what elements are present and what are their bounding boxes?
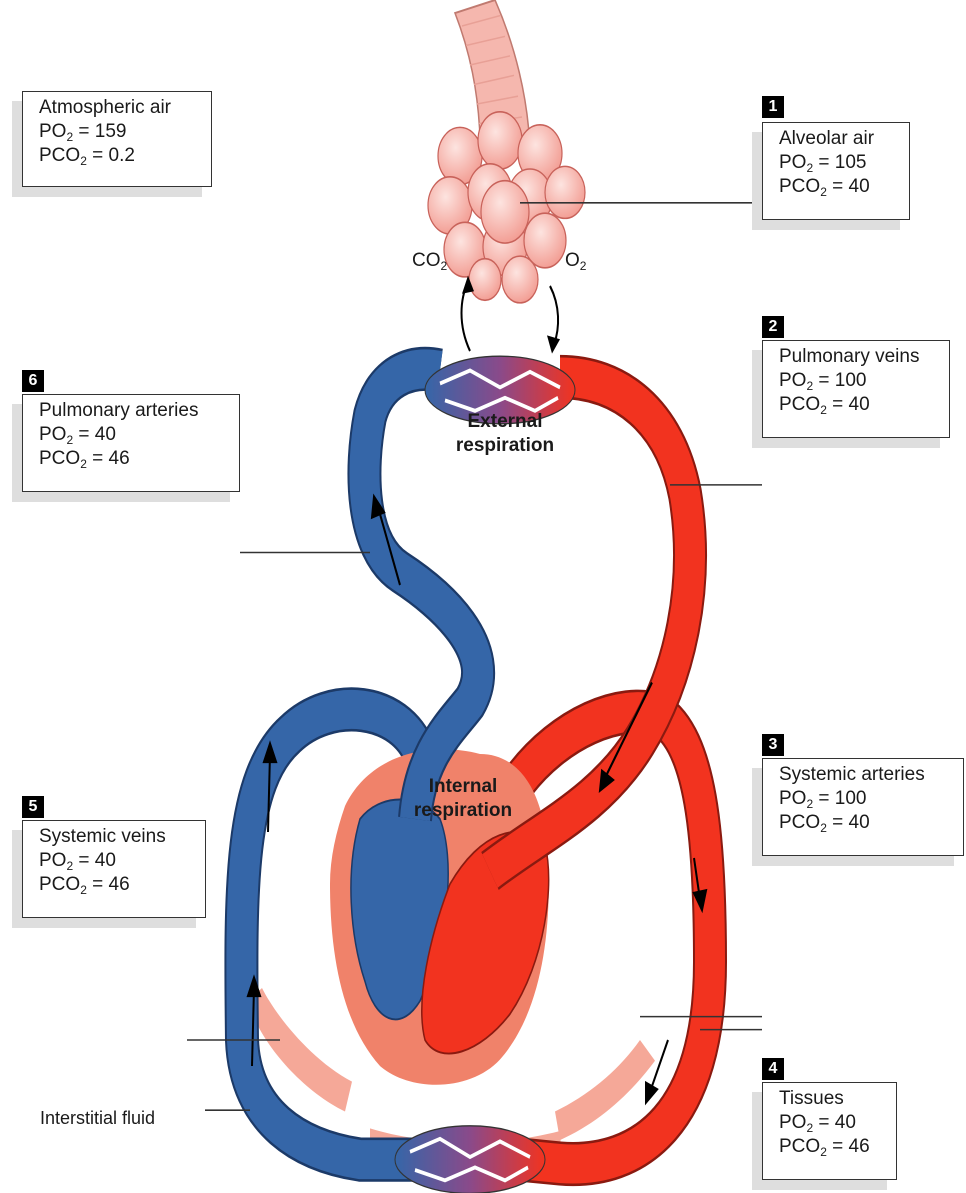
external-line-2: respiration [430, 434, 580, 458]
station-4-po2: PO2 = 40 [779, 1111, 884, 1135]
station-5-badge: 5 [22, 796, 44, 818]
station-1-po2: PO2 = 105 [779, 151, 897, 175]
station-6-title: Pulmonary arteries [39, 399, 227, 423]
station-1-pco2: PCO2 = 40 [779, 175, 897, 199]
atmospheric-air-box: Atmospheric air PO2 = 159 PCO2 = 0.2 [22, 91, 212, 187]
atmospheric-pco2: PCO2 = 0.2 [39, 144, 199, 168]
pulmonary-veins-box: Pulmonary veins PO2 = 100 PCO2 = 40 [762, 340, 950, 438]
external-line-1: External [430, 410, 580, 434]
station-2-badge: 2 [762, 316, 784, 338]
station-5-title: Systemic veins [39, 825, 193, 849]
atmospheric-po2: PO2 = 159 [39, 120, 199, 144]
pulmonary-arteries-box: Pulmonary arteries PO2 = 40 PCO2 = 46 [22, 394, 240, 492]
o2-label: O2 [565, 250, 586, 273]
station-5-po2: PO2 = 40 [39, 849, 193, 873]
station-3-badge: 3 [762, 734, 784, 756]
station-6-pco2: PCO2 = 46 [39, 447, 227, 471]
station-1-badge: 1 [762, 96, 784, 118]
station-3-pco2: PCO2 = 40 [779, 811, 951, 835]
station-2-pco2: PCO2 = 40 [779, 393, 937, 417]
internal-respiration-label: Internal respiration [388, 775, 538, 823]
station-3-po2: PO2 = 100 [779, 787, 951, 811]
atmospheric-title: Atmospheric air [39, 96, 199, 120]
station-4-pco2: PCO2 = 46 [779, 1135, 884, 1159]
internal-line-1: Internal [388, 775, 538, 799]
systemic-veins-box: Systemic veins PO2 = 40 PCO2 = 46 [22, 820, 206, 918]
station-4-title: Tissues [779, 1087, 884, 1111]
station-1-title: Alveolar air [779, 127, 897, 151]
station-5-pco2: PCO2 = 46 [39, 873, 193, 897]
station-2-title: Pulmonary veins [779, 345, 937, 369]
systemic-capillary-bed [395, 1126, 545, 1193]
station-4-badge: 4 [762, 1058, 784, 1080]
diagram-artwork [187, 0, 762, 1193]
station-2-po2: PO2 = 100 [779, 369, 937, 393]
o2-arrowhead [547, 335, 560, 353]
alveolar-air-box: Alveolar air PO2 = 105 PCO2 = 40 [762, 122, 910, 220]
systemic-arteries-box: Systemic arteries PO2 = 100 PCO2 = 40 [762, 758, 964, 856]
station-6-po2: PO2 = 40 [39, 423, 227, 447]
co2-label: CO2 [412, 250, 447, 273]
alveoli [428, 112, 585, 303]
o2-arrow [550, 286, 558, 345]
station-3-title: Systemic arteries [779, 763, 951, 787]
internal-line-2: respiration [388, 799, 538, 823]
station-6-badge: 6 [22, 370, 44, 392]
external-respiration-label: External respiration [430, 410, 580, 458]
interstitial-fluid-label: Interstitial fluid [40, 1108, 155, 1129]
